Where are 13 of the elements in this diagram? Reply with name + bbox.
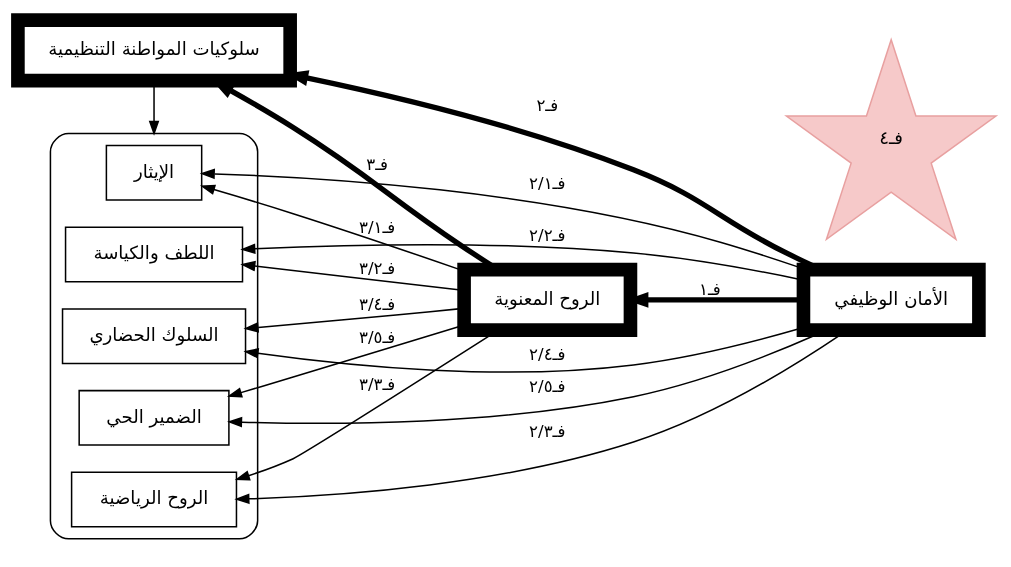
edge-label: فـ٢/٣ [529, 421, 566, 441]
edge-label: فـ٣/٥ [358, 327, 396, 347]
edge-label: فـ٣/٢ [358, 258, 396, 278]
edge-label: فـ٢/٢ [529, 225, 566, 245]
edge-label: فـ٢/٤ [529, 344, 566, 364]
edge-label: فـ٢/٥ [529, 376, 566, 396]
edge-label: فـ٣ [366, 154, 388, 174]
edge-label: فـ٢/١ [529, 173, 566, 193]
edge-label: فـ٢ [536, 95, 559, 115]
edge-label: فـ٣/١ [358, 217, 396, 237]
edge-label: فـ٣/٤ [358, 294, 396, 314]
edge-label: فـ٣/٣ [358, 374, 396, 394]
edge-label: فـ١ [698, 279, 721, 299]
